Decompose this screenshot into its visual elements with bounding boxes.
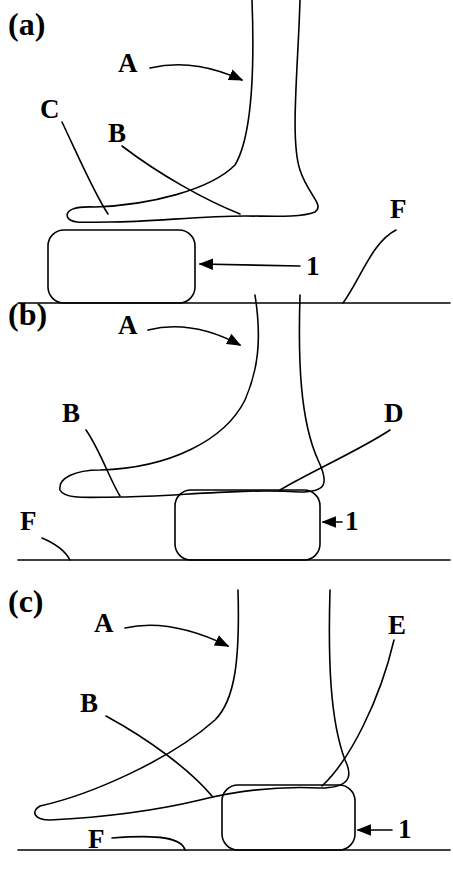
callout-letter: C: [40, 96, 60, 123]
panel-label: (c): [8, 585, 44, 617]
leader-arrow: [150, 65, 242, 80]
callout-letter: B: [108, 120, 126, 147]
callout-number: 1: [345, 508, 359, 535]
panel-label: (a): [8, 8, 45, 40]
callout-letter: F: [88, 826, 105, 853]
callout-letter: F: [20, 508, 37, 535]
support-block: [222, 785, 355, 850]
callout-letter: E: [388, 612, 406, 639]
callout-letter: B: [62, 400, 80, 427]
panel-c-drawing: [18, 590, 450, 850]
callout-letter: A: [94, 610, 114, 637]
support-block: [48, 230, 195, 303]
leader-line: [62, 122, 108, 214]
leader-arrow: [200, 264, 300, 266]
panel-a-drawing: [18, 0, 450, 303]
leader-line: [280, 430, 390, 490]
leader-line: [122, 146, 240, 214]
callout-letter: A: [118, 50, 138, 77]
foot-outline: [35, 590, 349, 820]
panel-b-drawing: [18, 295, 450, 560]
leader-line: [86, 430, 120, 496]
callout-letter: F: [390, 196, 407, 223]
leader-arrow: [148, 327, 240, 345]
callout-letter: D: [384, 400, 404, 427]
leader-line: [106, 716, 212, 796]
leader-line: [322, 640, 394, 786]
callout-number: 1: [306, 253, 320, 280]
foot-outline: [60, 295, 324, 497]
leader-arrow: [125, 625, 228, 646]
foot-outline: [67, 0, 318, 222]
leader-line: [343, 230, 396, 303]
support-block: [175, 490, 320, 560]
leader-arrow: [358, 829, 392, 831]
leader-line: [42, 538, 70, 560]
leader-arrow: [323, 521, 342, 523]
leader-line: [112, 837, 185, 851]
panel-label: (b): [8, 298, 47, 330]
callout-letter: A: [118, 312, 138, 339]
callout-number: 1: [398, 816, 412, 843]
callout-letter: B: [80, 690, 98, 717]
